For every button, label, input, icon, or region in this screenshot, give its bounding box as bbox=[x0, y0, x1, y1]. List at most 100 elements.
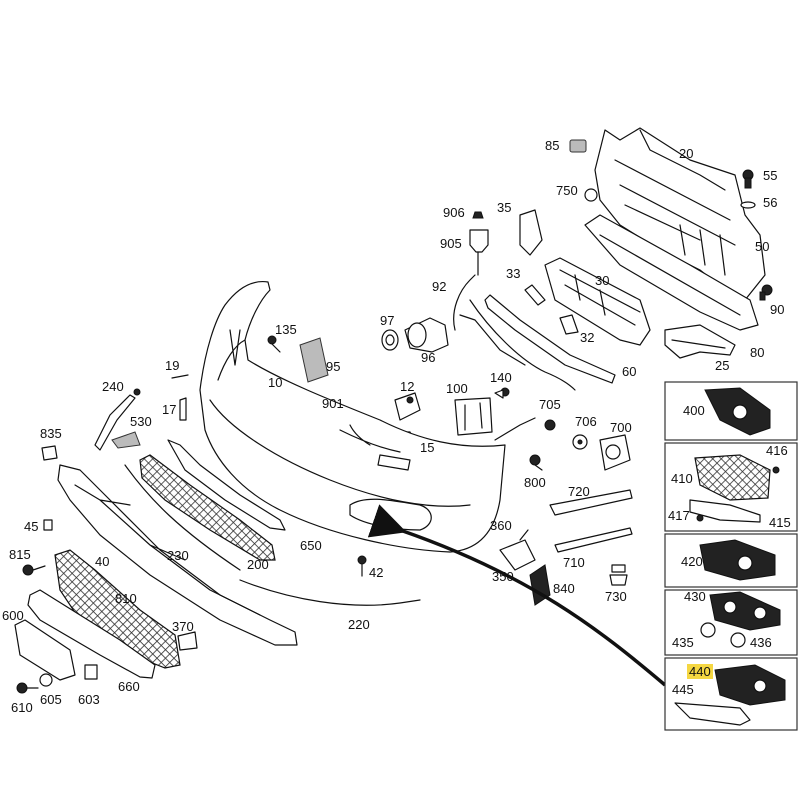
guide-80-25 bbox=[664, 324, 736, 359]
sensor-906-905 bbox=[469, 211, 489, 276]
label-60: 60 bbox=[622, 364, 636, 379]
sensor-96-97 bbox=[381, 317, 449, 353]
label-730: 730 bbox=[605, 589, 627, 604]
label-95: 95 bbox=[326, 359, 340, 374]
label-140: 140 bbox=[490, 370, 512, 385]
label-400: 400 bbox=[683, 403, 705, 418]
label-840: 840 bbox=[553, 581, 575, 596]
label-445: 445 bbox=[672, 682, 694, 697]
label-800: 800 bbox=[524, 475, 546, 490]
label-416: 416 bbox=[766, 443, 788, 458]
label-720: 720 bbox=[568, 484, 590, 499]
label-40: 40 bbox=[95, 554, 109, 569]
label-32: 32 bbox=[580, 330, 594, 345]
inset-box-410 bbox=[664, 442, 798, 532]
bracket-17 bbox=[179, 397, 187, 421]
label-56: 56 bbox=[763, 195, 777, 210]
clip-603-605-610 bbox=[16, 664, 98, 694]
strip-240 bbox=[94, 388, 141, 451]
label-370: 370 bbox=[172, 619, 194, 634]
inset-box-430 bbox=[664, 589, 798, 656]
label-660: 660 bbox=[118, 679, 140, 694]
wiring-harness-92 bbox=[453, 274, 576, 391]
label-610: 610 bbox=[11, 700, 33, 715]
label-417: 417 bbox=[668, 508, 690, 523]
label-603: 603 bbox=[78, 692, 100, 707]
label-706: 706 bbox=[575, 414, 597, 429]
cap-370 bbox=[177, 631, 198, 651]
label-600: 600 bbox=[2, 608, 24, 623]
screw-800 bbox=[529, 454, 543, 471]
bolt-135 bbox=[267, 335, 281, 353]
upper-rail-50 bbox=[584, 214, 759, 331]
label-55: 55 bbox=[763, 168, 777, 183]
label-350: 350 bbox=[492, 569, 514, 584]
label-135: 135 bbox=[275, 322, 297, 337]
strip-220 bbox=[239, 579, 421, 606]
label-835: 835 bbox=[40, 426, 62, 441]
strip-650 bbox=[167, 439, 286, 531]
label-200: 200 bbox=[247, 557, 269, 572]
label-230: 230 bbox=[167, 548, 189, 563]
label-750: 750 bbox=[556, 183, 578, 198]
label-35: 35 bbox=[497, 200, 511, 215]
label-815: 815 bbox=[9, 547, 31, 562]
label-650: 650 bbox=[300, 538, 322, 553]
label-906: 906 bbox=[443, 205, 465, 220]
label-80: 80 bbox=[750, 345, 764, 360]
label-45: 45 bbox=[24, 519, 38, 534]
pointer-arrow bbox=[367, 504, 667, 687]
screw-42 bbox=[357, 555, 367, 577]
grille-810 bbox=[54, 549, 181, 669]
label-415: 415 bbox=[769, 515, 791, 530]
label-42: 42 bbox=[369, 565, 383, 580]
label-15: 15 bbox=[420, 440, 434, 455]
clip-19 bbox=[171, 374, 189, 379]
label-19: 19 bbox=[165, 358, 179, 373]
label-97: 97 bbox=[380, 313, 394, 328]
bumper-cover-10 bbox=[199, 280, 506, 553]
label-92: 92 bbox=[432, 279, 446, 294]
label-30: 30 bbox=[595, 273, 609, 288]
label-90: 90 bbox=[770, 302, 784, 317]
label-50: 50 bbox=[755, 239, 769, 254]
grille-230 bbox=[139, 454, 276, 561]
label-25: 25 bbox=[715, 358, 729, 373]
label-20: 20 bbox=[679, 146, 693, 161]
label-435: 435 bbox=[672, 635, 694, 650]
impact-absorber-30 bbox=[544, 257, 651, 346]
label-220: 220 bbox=[348, 617, 370, 632]
bracket-720 bbox=[549, 489, 633, 516]
strip-200 bbox=[124, 464, 241, 571]
label-530: 530 bbox=[130, 414, 152, 429]
part-labels: 20 55 56 50 90 80 85 750 35 906 905 30 3… bbox=[2, 138, 791, 715]
label-710: 710 bbox=[563, 555, 585, 570]
label-96: 96 bbox=[421, 350, 435, 365]
holder-100 bbox=[454, 397, 493, 436]
cable-705 bbox=[494, 417, 556, 441]
label-420: 420 bbox=[681, 554, 703, 569]
label-700: 700 bbox=[610, 420, 632, 435]
bolt-730 bbox=[609, 564, 628, 586]
label-12: 12 bbox=[400, 379, 414, 394]
molding-40 bbox=[57, 464, 298, 646]
inset-box-420 bbox=[664, 533, 798, 588]
screw-815 bbox=[22, 564, 46, 576]
highlight-440 bbox=[687, 664, 713, 679]
bracket-530 bbox=[111, 431, 141, 449]
label-436: 436 bbox=[750, 635, 772, 650]
label-430: 430 bbox=[684, 589, 706, 604]
label-410: 410 bbox=[671, 471, 693, 486]
label-810: 810 bbox=[115, 591, 137, 606]
clip-45 bbox=[43, 519, 53, 531]
bracket-660 bbox=[14, 619, 76, 681]
label-33: 33 bbox=[506, 266, 520, 281]
clip-835 bbox=[41, 445, 58, 461]
label-605: 605 bbox=[40, 692, 62, 707]
label-100: 100 bbox=[446, 381, 468, 396]
clip-140 bbox=[494, 387, 510, 399]
fog-lamp-700 bbox=[599, 434, 631, 471]
label-240: 240 bbox=[102, 379, 124, 394]
clip-parts bbox=[519, 139, 773, 335]
